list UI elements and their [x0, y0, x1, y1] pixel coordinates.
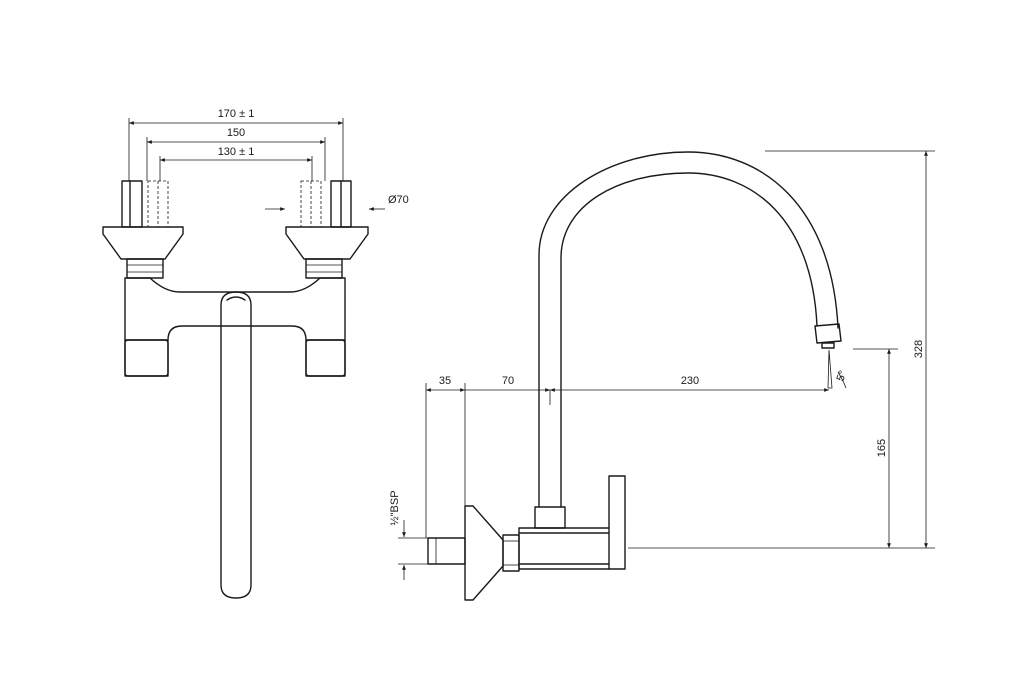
- left-flange: [102, 226, 184, 260]
- dimension-328: 328: [913, 151, 928, 548]
- side-nut: [502, 534, 520, 572]
- left-nut: [126, 258, 164, 279]
- dimension-130: 130 ± 1: [159, 146, 313, 181]
- gooseneck-spout: [538, 151, 839, 508]
- dimension-170: 170 ± 1: [128, 108, 344, 181]
- dim-130-label: 130 ± 1: [218, 146, 255, 158]
- mixer-body: [124, 277, 346, 377]
- aerator: [814, 323, 842, 349]
- dim-70-label: 70: [502, 375, 514, 387]
- right-flange: [285, 226, 369, 260]
- dim-diameter-label: Ø70: [388, 194, 409, 206]
- dim-170-label: 170 ± 1: [218, 108, 255, 120]
- dim-150-label: 150: [227, 127, 245, 139]
- dimension-165: 165: [876, 349, 891, 548]
- front-view: 170 ± 1 150 130 ± 1 Ø70: [102, 108, 409, 599]
- spout-collar: [534, 506, 566, 529]
- dimension-230: 230: [550, 375, 829, 392]
- side-view: 5° ½"BSP: [389, 150, 935, 601]
- handle-lever: [608, 475, 626, 570]
- right-nut: [305, 258, 343, 279]
- dim-328-label: 328: [913, 340, 925, 358]
- dim-165-label: 165: [876, 439, 888, 457]
- angle-label: 5°: [835, 369, 850, 383]
- dim-35-label: 35: [439, 375, 451, 387]
- inlet-pipe: [427, 537, 466, 565]
- side-flange: [464, 505, 504, 601]
- dimension-150: 150: [146, 127, 326, 181]
- dimension-35: 35: [426, 375, 465, 392]
- left-valve-stems: [121, 180, 169, 228]
- dimension-diameter: Ø70: [265, 194, 409, 211]
- thread-label: ½"BSP: [389, 490, 401, 525]
- right-valve-stems: [300, 180, 352, 228]
- valve-body: [518, 527, 610, 570]
- dim-230-label: 230: [681, 375, 699, 387]
- spout-front: [220, 291, 252, 599]
- dimension-70: 70: [465, 375, 551, 405]
